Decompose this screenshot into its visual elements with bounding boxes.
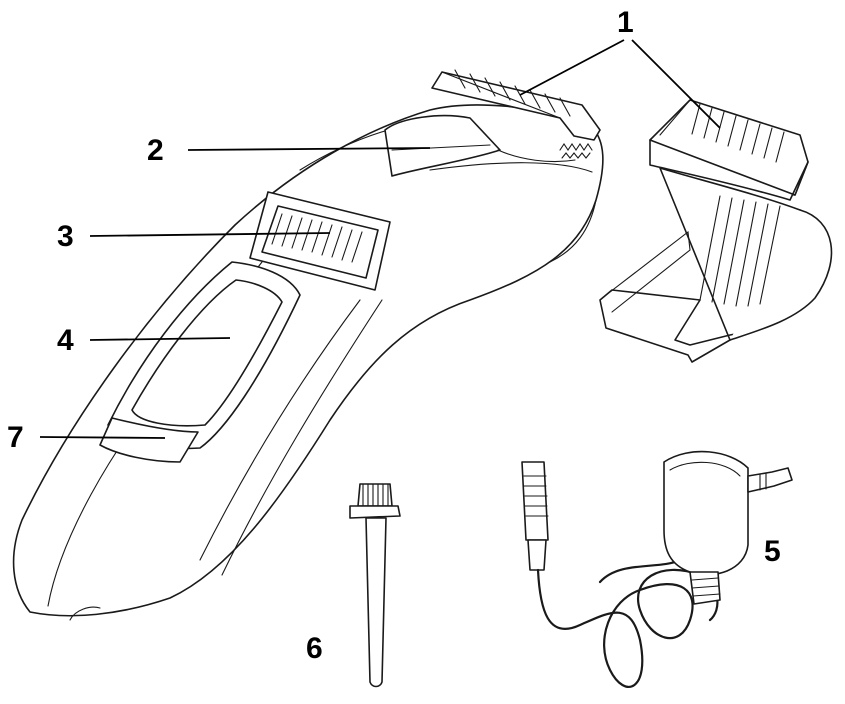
leader-1a (519, 39, 625, 96)
leader-4 (89, 337, 231, 341)
comb-attachment (599, 99, 833, 363)
callout-labels: 1 2 3 4 7 5 6 (7, 6, 781, 665)
leader-2 (187, 147, 431, 151)
charging-light (99, 417, 199, 463)
callout-7: 7 (7, 421, 24, 454)
callout-1: 1 (617, 6, 634, 39)
power-adapter (521, 450, 793, 688)
leader-3 (89, 232, 331, 237)
callout-3: 3 (57, 220, 74, 253)
clipper-body (12, 104, 604, 621)
callout-5: 5 (764, 535, 781, 568)
leader-lines (39, 39, 721, 439)
leader-7 (39, 436, 166, 439)
comb-on-clipper (431, 69, 601, 141)
on-off-button (107, 261, 301, 450)
cleaning-brush (349, 483, 401, 688)
callout-6: 6 (306, 632, 323, 665)
callout-4: 4 (57, 324, 74, 357)
trimmer-head (384, 114, 593, 177)
callout-2: 2 (147, 134, 164, 167)
length-selector (249, 191, 391, 291)
leader-1b (631, 39, 721, 129)
